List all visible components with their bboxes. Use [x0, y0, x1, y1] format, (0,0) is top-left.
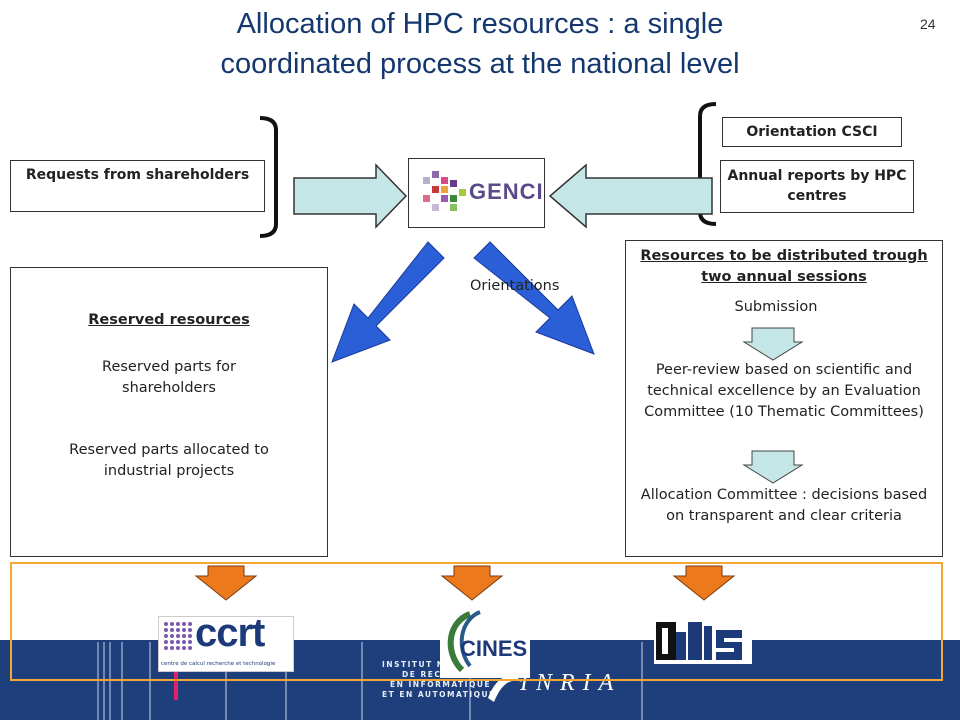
down-arrow-2: [742, 450, 804, 484]
annual-reports-box: Annual reports by HPC centres: [720, 160, 914, 213]
step-submission: Submission: [734, 299, 818, 315]
step-peer-review: Peer-review based on scientific and tech…: [644, 362, 924, 420]
orange-arrow-ccrt: [194, 565, 258, 601]
sessions-heading: Resources to be distributed trough two a…: [640, 248, 928, 285]
inria-line-1: INSTITUT NATIONAL: [382, 660, 492, 669]
ccrt-logo: ccrt centre de calcul recherche et techn…: [158, 611, 294, 672]
arrow-to-sessions: [473, 241, 595, 355]
sessions-box: Resources to be distributed trough two a…: [625, 240, 943, 557]
reserved-heading: Reserved resources: [88, 312, 250, 328]
genci-logo-text: GENCI: [469, 179, 544, 204]
slide-title-line2: coordinated process at the national leve…: [220, 48, 740, 80]
reserved-item-shareholders: Reserved parts for shareholders: [102, 359, 236, 396]
cines-logo: CINES: [440, 608, 530, 678]
right-bracket: [698, 102, 717, 226]
ccrt-logo-subtitle: centre de calcul recherche et technologi…: [161, 661, 276, 667]
left-bracket: [259, 116, 278, 238]
ccrt-dots-icon: [164, 622, 192, 650]
cines-logo-text: CINES: [460, 636, 528, 661]
step-allocation-committee: Allocation Committee : decisions based o…: [640, 487, 928, 524]
page-number: 24: [920, 16, 936, 32]
slide-title: Allocation of HPC resources : a single c…: [110, 4, 850, 84]
reserved-item-industrial: Reserved parts allocated to industrial p…: [69, 442, 269, 479]
inria-line-4: ET EN AUTOMATIQUE: [382, 690, 496, 699]
requests-box: Requests from shareholders: [10, 160, 265, 212]
down-arrow-1: [742, 327, 804, 361]
orange-arrow-cines: [440, 565, 504, 601]
ccrt-logo-text: ccrt: [195, 611, 265, 655]
slide-title-line1: Allocation of HPC resources : a single: [236, 8, 724, 40]
inria-swirl-icon: [488, 675, 522, 702]
cines-swoosh-icon: [447, 610, 481, 673]
inria-line-3: EN INFORMATIQUE: [390, 680, 492, 689]
genci-logo-icon: [423, 171, 466, 211]
genci-logo-box: GENCI: [408, 158, 545, 228]
orientation-csci-box: Orientation CSCI: [722, 117, 902, 147]
left-arrow-into-genci: [548, 163, 713, 229]
computing-centres-frame: [10, 562, 943, 681]
orientations-label: Orientations: [470, 278, 560, 294]
inria-logo: INRIA: [520, 670, 622, 696]
requests-label: Requests from shareholders: [25, 167, 250, 183]
annual-reports-label: Annual reports by HPC centres: [727, 168, 907, 204]
orientation-csci-label: Orientation CSCI: [746, 124, 878, 140]
arrow-to-reserved: [331, 241, 445, 363]
orange-arrow-idris: [672, 565, 736, 601]
idris-logo: [654, 616, 752, 664]
right-arrow-into-genci: [293, 163, 408, 229]
reserved-resources-box: Reserved resources Reserved parts for sh…: [10, 267, 328, 557]
idris-mark-icon: [656, 622, 742, 660]
